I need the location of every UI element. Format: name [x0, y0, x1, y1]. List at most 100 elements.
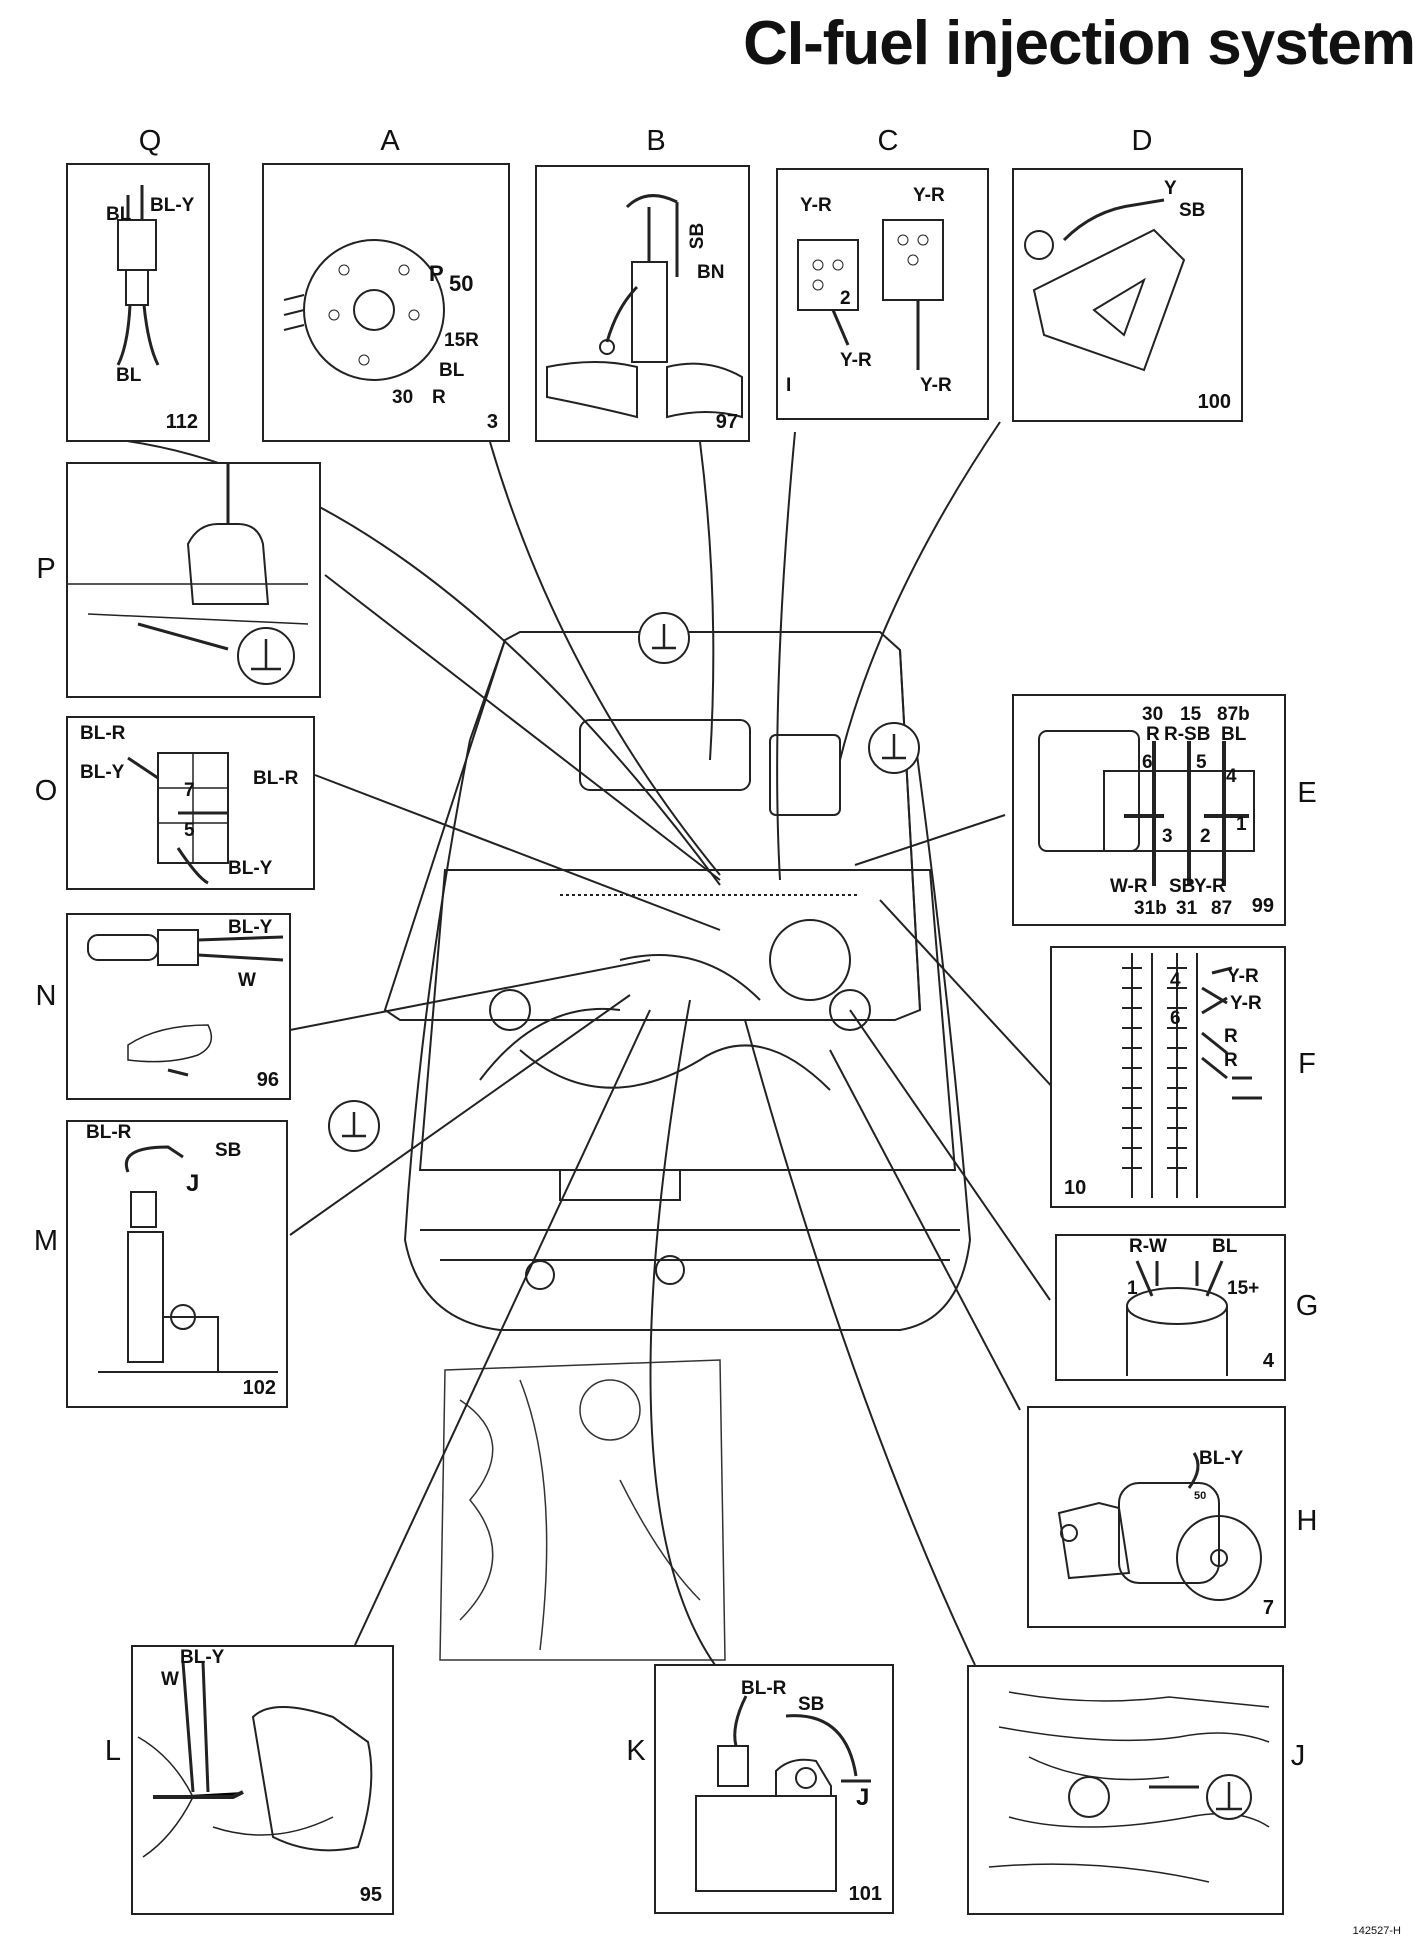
panel-c: Y-R Y-R 2 Y-R I Y-R	[776, 168, 989, 420]
panel-q: BL BL-Y BL 112	[66, 163, 210, 442]
wire-label: BL	[439, 360, 465, 381]
wire-label: BL-R	[80, 723, 126, 744]
leader-lines	[119, 421, 1056, 1666]
wire-label: 50	[449, 271, 474, 296]
panel-letter-q: Q	[138, 125, 162, 157]
panel-letter-j: J	[1290, 1740, 1306, 1772]
wire-label: SB	[687, 222, 709, 250]
wire-label: 31	[1176, 898, 1198, 919]
wire-label: BN	[697, 262, 725, 283]
wire-label: 6	[1142, 752, 1153, 773]
wire-label: J	[856, 1784, 870, 1811]
panel-letter-k: K	[626, 1735, 646, 1767]
wire-label: Y-R	[1194, 876, 1226, 897]
panel-letter-g: G	[1295, 1290, 1319, 1322]
wire-label: BL-Y	[80, 762, 125, 783]
wire-label: Y-R	[840, 350, 872, 371]
component-number: 4	[1262, 1350, 1274, 1372]
connector-illustration	[116, 185, 160, 366]
panel-d: Y SB 100	[1012, 168, 1243, 422]
car-outline	[383, 631, 972, 1331]
wire-label: W	[161, 1669, 179, 1690]
wire-label: I	[786, 375, 792, 396]
wire-label: P	[429, 261, 444, 286]
panel-letter-a: A	[380, 125, 400, 157]
wire-label: SB	[798, 1694, 825, 1715]
wire-label: BL-Y	[180, 1647, 225, 1668]
page-title: CI-fuel injection system	[743, 9, 1416, 78]
panel-letter-b: B	[646, 125, 666, 157]
component-number: 7	[1262, 1597, 1274, 1619]
panel-k: BL-R SB J 101	[654, 1664, 894, 1914]
panel-letter-f: F	[1298, 1048, 1316, 1080]
wire-label: R	[1224, 1050, 1238, 1071]
panel-letter-n: N	[35, 980, 57, 1012]
wire-label: BL-R	[741, 1678, 787, 1699]
wire-label: BL-R	[253, 768, 299, 789]
component-number: 10	[1064, 1177, 1087, 1199]
wire-label: 50	[1194, 1490, 1207, 1502]
wire-label: R	[1146, 724, 1160, 745]
wire-label: 31b	[1134, 898, 1167, 919]
ground-symbol-2	[868, 722, 920, 774]
wire-label: 6	[1170, 1008, 1181, 1029]
wire-label: BL	[116, 365, 142, 386]
wire-label: BL-Y	[228, 858, 273, 879]
panel-p	[66, 462, 321, 698]
wire-label: 30	[1142, 704, 1164, 725]
panel-letter-h: H	[1296, 1505, 1318, 1537]
panel-n: BL-Y W 96	[66, 913, 291, 1100]
wire-label: Y-R	[800, 195, 832, 216]
panel-g: R-W BL 1 15+ 4	[1055, 1234, 1286, 1381]
wire-label: 2	[1200, 826, 1211, 847]
component-number: 101	[848, 1883, 882, 1905]
wire-label: Y-R	[1227, 966, 1259, 987]
wire-label: J	[186, 1170, 200, 1197]
panel-j	[967, 1665, 1284, 1915]
wire-label: 87	[1211, 898, 1233, 919]
wire-label: BL-Y	[1199, 1448, 1244, 1469]
wire-label: 4	[1170, 970, 1181, 991]
component-number: 99	[1251, 895, 1274, 917]
panel-m: BL-R SB J 102	[66, 1120, 288, 1408]
wire-label: 3	[1162, 826, 1173, 847]
wire-label: Y-R	[1230, 993, 1262, 1014]
component-number: 112	[165, 411, 198, 433]
panel-o: BL-R BL-Y 7 BL-R 5 BL-Y	[66, 716, 315, 890]
ground-symbol-3	[328, 1100, 380, 1152]
component-number: 96	[256, 1069, 279, 1091]
wire-label: 1	[1127, 1278, 1138, 1299]
component-number: 97	[715, 411, 738, 433]
panel-a: P 50 15R BL 30 R 3	[262, 163, 510, 442]
wire-label: 5	[184, 820, 195, 841]
wire-label: BL-Y	[150, 195, 195, 216]
wire-label: BL-Y	[228, 917, 273, 938]
panel-letter-p: P	[36, 553, 56, 585]
drawing-code: 142527-H	[1352, 1925, 1401, 1937]
wire-label: W	[238, 970, 256, 991]
panel-letter-o: O	[34, 775, 58, 807]
panel-letter-m: M	[33, 1225, 59, 1257]
wire-label: 7	[184, 780, 195, 801]
component-number: 95	[359, 1884, 382, 1906]
panel-e: 30 15 87b R R-SB BL 6 5 4 3 2 1 W-R SB Y…	[1012, 694, 1286, 926]
panel-b: SB BN 97	[535, 165, 750, 442]
component-number: 100	[1197, 391, 1231, 413]
wire-label: Y	[1164, 178, 1177, 199]
wire-label: 15R	[444, 330, 479, 351]
wire-label: 2	[840, 288, 851, 309]
wire-label: 5	[1196, 752, 1207, 773]
wire-label: SB	[215, 1140, 242, 1161]
wire-label: BL	[1221, 724, 1247, 745]
panel-h: BL-Y 50 7	[1027, 1406, 1286, 1628]
wire-label: BL	[1212, 1236, 1238, 1257]
wire-label: 15+	[1227, 1278, 1260, 1299]
wire-label: R	[1224, 1026, 1238, 1047]
panel-f: 4 Y-R Y-R 6 R R 10	[1050, 946, 1286, 1208]
wire-label: BL	[106, 204, 132, 225]
ground-symbol-1	[638, 612, 690, 664]
wire-label: R-SB	[1164, 724, 1211, 745]
wire-label: Y-R	[920, 375, 952, 396]
engine-detail	[439, 1359, 726, 1661]
